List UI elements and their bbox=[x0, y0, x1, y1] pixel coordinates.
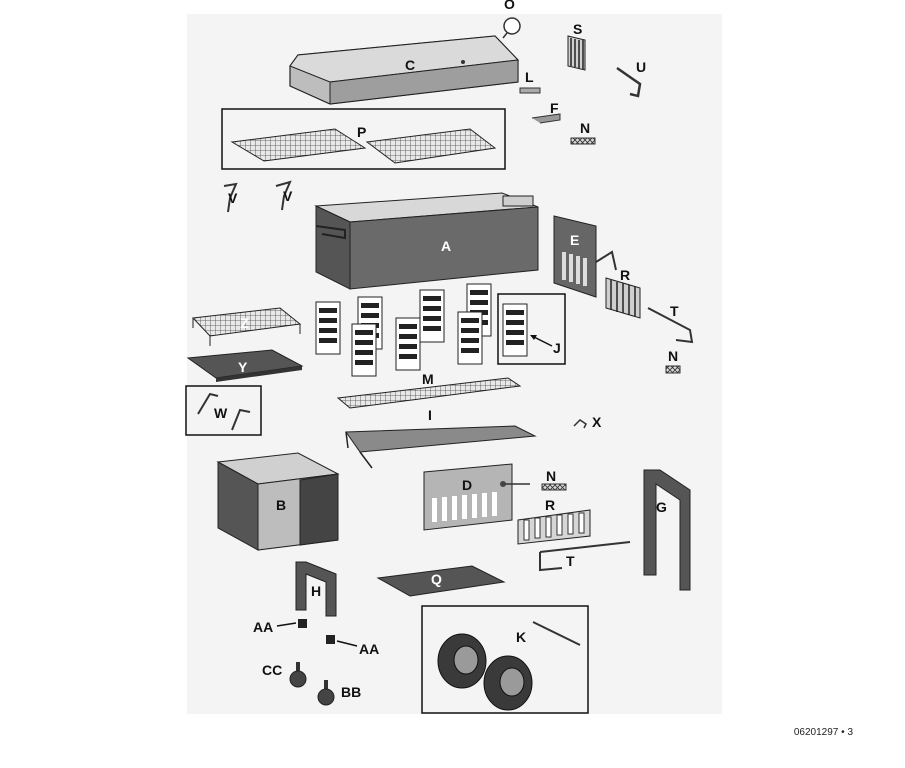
label-f: F bbox=[550, 100, 559, 116]
label-n-top: N bbox=[580, 120, 590, 136]
part-cc-caster bbox=[289, 662, 307, 688]
part-q-bottom-shelf bbox=[376, 565, 506, 597]
part-grate-panels bbox=[315, 283, 492, 377]
label-w: W bbox=[214, 405, 228, 421]
label-n-right: N bbox=[668, 348, 678, 364]
part-p-box bbox=[221, 108, 506, 170]
label-v-1: V bbox=[228, 190, 238, 206]
label-aa-2: AA bbox=[359, 641, 379, 657]
label-o: O bbox=[504, 0, 515, 12]
part-r-grate-right bbox=[605, 277, 641, 319]
part-bb-caster bbox=[317, 680, 335, 706]
part-i-heat-shield bbox=[345, 425, 537, 469]
part-h-leg-frame bbox=[295, 561, 337, 617]
part-l-bracket bbox=[519, 87, 541, 94]
page-number: 3 bbox=[847, 727, 853, 738]
label-b: B bbox=[276, 497, 286, 513]
part-z-charcoal-grate bbox=[191, 307, 302, 346]
part-b-cart-box bbox=[216, 452, 340, 551]
part-c-lid bbox=[289, 35, 520, 105]
part-y-ash-tray bbox=[186, 349, 304, 382]
label-k: K bbox=[516, 629, 526, 645]
part-p-cooking-grids bbox=[230, 128, 497, 164]
part-k-box bbox=[421, 605, 589, 714]
part-n-spring-bottom bbox=[541, 483, 567, 491]
label-h: H bbox=[311, 583, 321, 599]
part-j-grate-panel bbox=[502, 303, 553, 357]
document-code: 06201297 bbox=[793, 727, 839, 738]
label-cc: CC bbox=[262, 662, 282, 678]
footer-separator: • bbox=[841, 727, 845, 738]
part-g-leg-frame bbox=[643, 469, 691, 591]
part-f-bracket bbox=[531, 113, 561, 124]
part-m-warming-rack bbox=[336, 377, 522, 409]
part-aa-nut-1 bbox=[276, 619, 307, 628]
grate-panel bbox=[351, 323, 377, 377]
label-c: C bbox=[405, 57, 415, 73]
grate-panel bbox=[457, 311, 483, 365]
part-n-spring-top bbox=[570, 137, 596, 145]
label-g: G bbox=[656, 499, 667, 515]
label-z: Z bbox=[240, 315, 249, 331]
label-x: X bbox=[592, 414, 602, 430]
label-y: Y bbox=[238, 359, 248, 375]
part-o-ring bbox=[502, 17, 521, 39]
label-e: E bbox=[570, 232, 579, 248]
grate-panel bbox=[315, 301, 341, 355]
label-t-right: T bbox=[670, 303, 679, 319]
label-m: M bbox=[422, 371, 434, 387]
label-r-bottom: R bbox=[545, 497, 555, 513]
label-t-bottom: T bbox=[566, 553, 575, 569]
part-t-rod-bottom bbox=[539, 541, 631, 572]
page-footer: 06201297 • 3 bbox=[794, 727, 853, 738]
label-r-right: R bbox=[620, 267, 630, 283]
part-t-rod-right bbox=[647, 307, 694, 344]
part-v-clips bbox=[223, 180, 292, 213]
part-n-spring-right bbox=[665, 365, 681, 374]
part-j-box bbox=[497, 293, 566, 365]
part-u-rod bbox=[616, 66, 642, 98]
label-aa-1: AA bbox=[253, 619, 273, 635]
part-k-wheels-axle bbox=[437, 621, 581, 711]
label-q: Q bbox=[431, 571, 442, 587]
label-j: J bbox=[553, 340, 561, 356]
part-x-hook bbox=[573, 419, 587, 429]
label-a: A bbox=[441, 238, 451, 254]
part-e-side-panel bbox=[553, 215, 617, 298]
label-i: I bbox=[428, 407, 432, 423]
label-s: S bbox=[573, 21, 582, 37]
label-d: D bbox=[462, 477, 472, 493]
part-d-front-panel bbox=[423, 463, 530, 531]
part-s-grate bbox=[567, 35, 586, 71]
label-v-2: V bbox=[283, 188, 293, 204]
label-p: P bbox=[357, 124, 366, 140]
part-aa-nut-2 bbox=[326, 635, 358, 647]
label-n-bottom: N bbox=[546, 468, 556, 484]
part-w-box bbox=[185, 385, 262, 436]
part-a-firebox bbox=[314, 192, 539, 290]
label-u: U bbox=[636, 59, 646, 75]
label-bb: BB bbox=[341, 684, 361, 700]
label-l: L bbox=[525, 69, 534, 85]
grate-panel bbox=[419, 289, 445, 343]
part-r-grate-bottom bbox=[517, 509, 591, 545]
part-w-handles bbox=[197, 392, 251, 431]
grate-panel bbox=[395, 317, 421, 371]
